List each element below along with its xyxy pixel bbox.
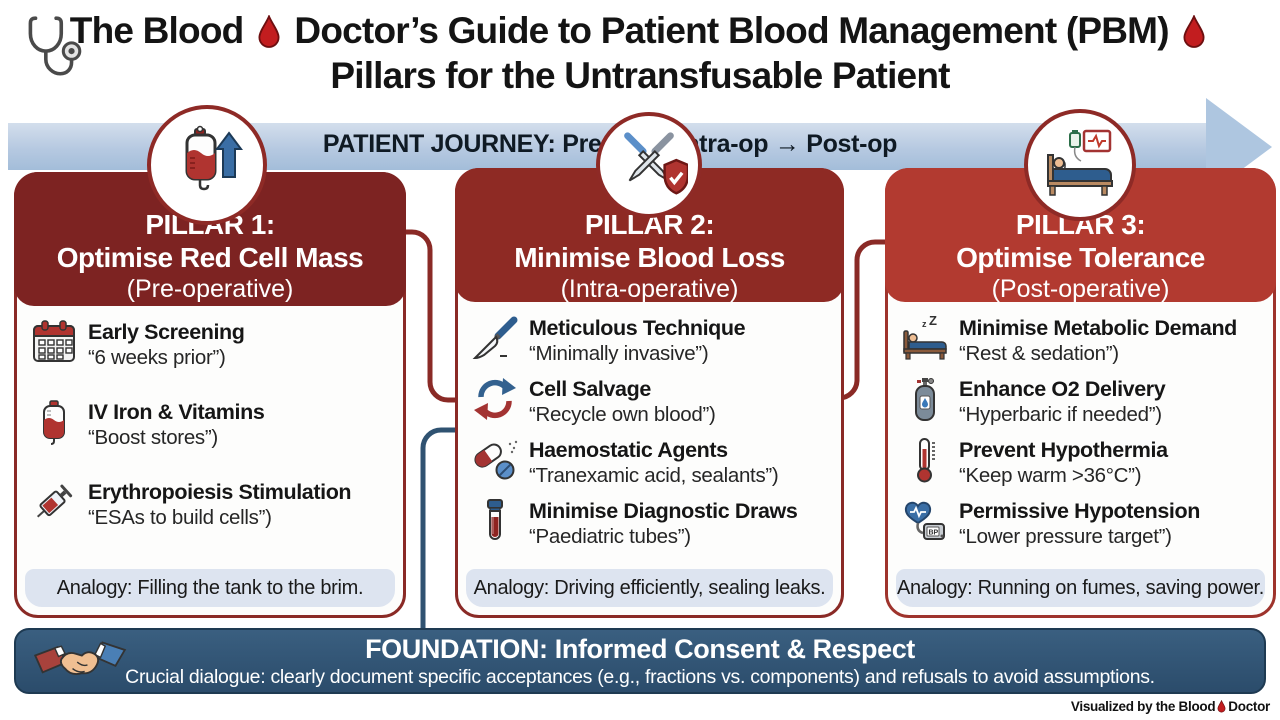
- title-line-2: Pillars for the Untransfusable Patient: [330, 55, 950, 96]
- pillar3-card: PILLAR 3: Optimise Tolerance (Post-opera…: [885, 168, 1276, 618]
- title-line-1: The Blood Doctor’s Guide to Patient Bloo…: [0, 8, 1280, 53]
- recycle-icon: [474, 378, 516, 420]
- pillar1-phase: (Pre-operative): [126, 275, 294, 303]
- pillar2-circle: [596, 112, 702, 218]
- item-title: IV Iron & Vitamins: [88, 400, 265, 424]
- pillar3-phase: (Post-operative): [991, 275, 1170, 303]
- credit-text-1: Visualized by the Blood: [1070, 699, 1216, 714]
- oxygen-tank-icon: [915, 378, 935, 421]
- pillar1-analogy: Analogy: Filling the tank to the brim.: [25, 569, 395, 607]
- test-tube-icon: [487, 499, 503, 540]
- item-title: Haemostatic Agents: [529, 438, 728, 462]
- list-item: Haemostatic Agents “Tranexamic acid, sea…: [468, 433, 835, 488]
- handshake-icon: [33, 641, 127, 675]
- svg-text:z: z: [922, 319, 927, 329]
- sleep-bed-icon: z Z: [903, 315, 947, 360]
- scalpel-shield-icon: [624, 132, 688, 195]
- pillar3-circle: [1024, 109, 1136, 221]
- pillar1-subtitle: Optimise Red Cell Mass: [56, 242, 364, 273]
- title-text-2: Doctor’s Guide to Patient Blood Manageme…: [294, 10, 1169, 51]
- foundation-banner: FOUNDATION: Informed Consent & Respect C…: [14, 628, 1266, 694]
- list-item: Minimise Diagnostic Draws “Paediatric tu…: [468, 494, 835, 549]
- list-item: Prevent Hypothermia “Keep warm >36°C”): [898, 433, 1267, 488]
- pillar2-items: Meticulous Technique “Minimally invasive…: [468, 311, 835, 555]
- svg-text:Z: Z: [929, 315, 937, 328]
- list-item: IV Iron & Vitamins “Boost stores”): [27, 395, 397, 450]
- credit-line: Visualized by the Blood Doctor: [1071, 699, 1270, 714]
- pillar2-analogy: Analogy: Driving efficiently, sealing le…: [466, 569, 833, 607]
- item-detail: “Lower pressure target”): [959, 525, 1172, 548]
- item-detail: “ESAs to build cells”): [88, 506, 272, 529]
- item-detail: “Rest & sedation”): [959, 342, 1119, 365]
- blood-bag-arrow-icon: [185, 125, 243, 191]
- blood-drop-icon: [1217, 700, 1226, 713]
- item-title: Permissive Hypotension: [959, 499, 1200, 523]
- item-title: Erythropoiesis Stimulation: [88, 480, 352, 504]
- pills-icon: [474, 440, 518, 480]
- list-item: z Z Minimise Metabolic Demand “Rest & se…: [898, 311, 1267, 366]
- thermometer-icon: [917, 438, 935, 483]
- item-detail: “Keep warm >36°C”): [959, 464, 1142, 487]
- item-detail: “Minimally invasive”): [529, 342, 709, 365]
- item-detail: “Paediatric tubes”): [529, 525, 691, 548]
- pillar1-card: PILLAR 1: Optimise Red Cell Mass (Pre-op…: [14, 172, 406, 618]
- blood-drop-icon: [258, 15, 280, 48]
- item-detail: “Hyperbaric if needed”): [959, 403, 1162, 426]
- list-item: BP Permissive Hypotension “Lower pressur…: [898, 494, 1267, 549]
- item-detail: “Tranexamic acid, sealants”): [529, 464, 779, 487]
- calendar-icon: [33, 320, 75, 362]
- item-title: Meticulous Technique: [529, 316, 746, 340]
- item-detail: “6 weeks prior”): [88, 346, 226, 369]
- list-item: Cell Salvage “Recycle own blood”): [468, 372, 835, 427]
- blood-drop-icon: [1183, 15, 1205, 48]
- pillar2-phase: (Intra-operative): [560, 275, 739, 303]
- pillar3-items: z Z Minimise Metabolic Demand “Rest & se…: [898, 311, 1267, 555]
- pillar3-analogy: Analogy: Running on fumes, saving power.: [896, 569, 1265, 607]
- list-item: Meticulous Technique “Minimally invasive…: [468, 311, 835, 366]
- list-item: Early Screening “6 weeks prior”): [27, 315, 397, 370]
- item-detail: “Recycle own blood”): [529, 403, 716, 426]
- stethoscope-icon: [28, 16, 82, 76]
- foundation-title: FOUNDATION: Informed Consent & Respect: [365, 634, 915, 664]
- item-title: Cell Salvage: [529, 377, 651, 401]
- item-title: Prevent Hypothermia: [959, 438, 1168, 462]
- foundation-subtitle: Crucial dialogue: clearly document speci…: [125, 666, 1155, 688]
- iv-bag-icon: [43, 400, 65, 445]
- list-item: Enhance O2 Delivery “Hyperbaric if neede…: [898, 372, 1267, 427]
- item-detail: “Boost stores”): [88, 426, 218, 449]
- pillar2-subtitle: Minimise Blood Loss: [514, 242, 785, 273]
- item-title: Early Screening: [88, 320, 245, 344]
- page-title: The Blood Doctor’s Guide to Patient Bloo…: [0, 8, 1280, 98]
- item-title: Minimise Diagnostic Draws: [529, 499, 798, 523]
- item-title: Minimise Metabolic Demand: [959, 316, 1237, 340]
- credit-text-2: Doctor: [1228, 699, 1270, 714]
- item-title: Enhance O2 Delivery: [959, 377, 1166, 401]
- pillar3-subtitle: Optimise Tolerance: [956, 242, 1205, 273]
- scalpel-icon: [472, 316, 518, 360]
- pillar1-circle: [147, 105, 267, 225]
- svg-text:BP: BP: [929, 530, 939, 537]
- bp-cuff-icon: BP: [904, 501, 945, 540]
- patient-monitor-icon: [1047, 129, 1113, 196]
- syringe-icon: [36, 484, 73, 518]
- title-text-1: The Blood: [69, 10, 244, 51]
- pillar1-items: Early Screening “6 weeks prior”) IV Iron…: [27, 315, 397, 555]
- pillar2-card: PILLAR 2: Minimise Blood Loss (Intra-ope…: [455, 168, 844, 618]
- list-item: Erythropoiesis Stimulation “ESAs to buil…: [27, 475, 397, 530]
